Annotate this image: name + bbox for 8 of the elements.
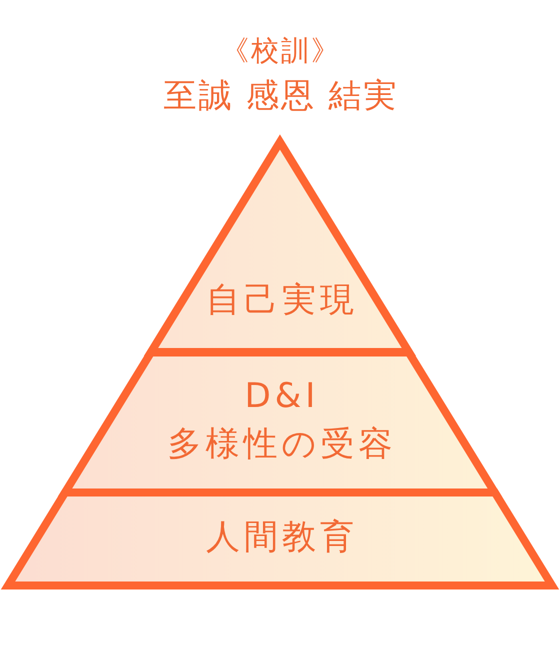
- motto-text: 至誠 感恩 結実: [162, 78, 398, 112]
- pyramid-tier: [143, 134, 417, 356]
- tier-label: D&I: [244, 379, 320, 413]
- pyramid-tier: [0, 488, 560, 590]
- tier-label: 多様性の受容: [166, 427, 396, 461]
- tier-label: 自己実現: [204, 283, 358, 317]
- title: 《校訓》: [220, 37, 341, 65]
- tier-label: 人間教育: [205, 520, 358, 554]
